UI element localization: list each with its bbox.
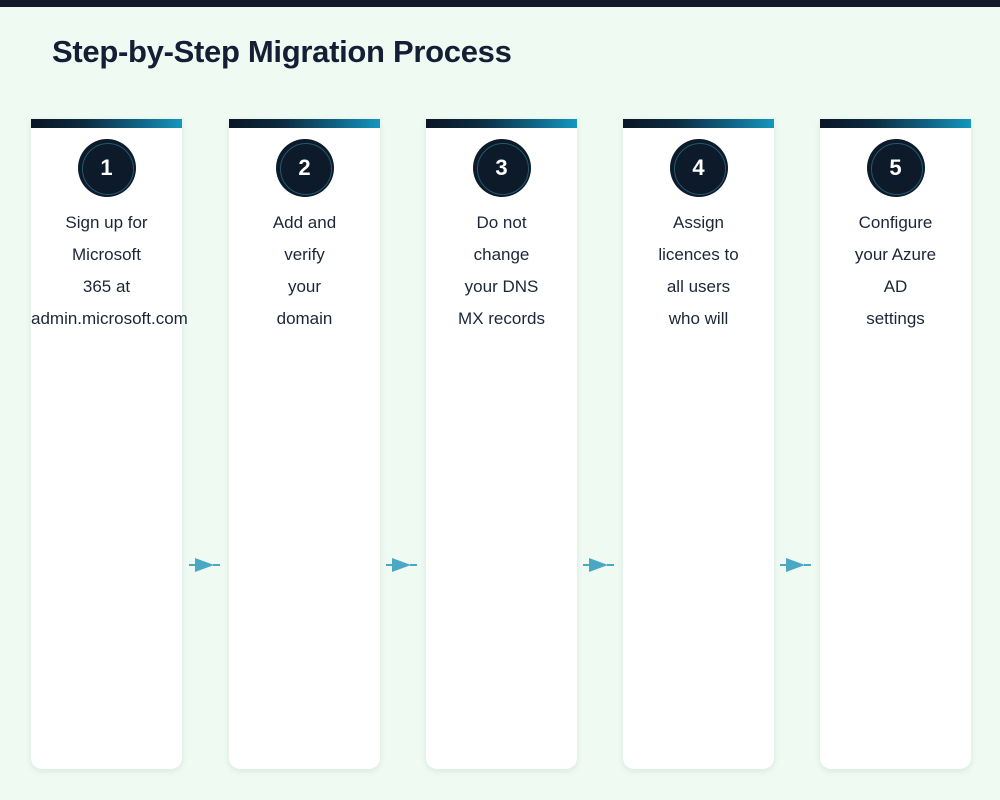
card-accent-bar [623,119,774,128]
step-text-line: verify [284,245,325,264]
step-description: Do not change your DNS MX records [426,207,577,335]
arrow-right-icon [386,556,418,574]
step-text-line: Assign [672,213,725,232]
step-number-badge: 4 [669,139,728,197]
step-text-line: domain [276,309,333,328]
card-accent-bar [31,119,182,128]
step-text-line: Configure [858,213,933,232]
top-accent-strip [0,0,1000,7]
step-number-badge: 3 [472,139,531,197]
step-card[interactable]: 4 Assign licences to all users who will [623,119,774,769]
step-number-label: 3 [495,155,508,180]
step-text-line: all users [666,277,731,296]
step-description: Configure your Azure AD settings [820,207,971,335]
step-number-label: 4 [692,155,705,180]
step-number-label: 1 [100,155,113,180]
step-text-line: settings [866,309,925,328]
step-text-line: Do not [476,213,527,232]
card-accent-bar [820,119,971,128]
card-accent-bar [426,119,577,128]
card-accent-bar [229,119,380,128]
step-text-line: Sign up for [65,213,148,232]
step-card[interactable]: 2 Add and verify your domain [229,119,380,769]
step-text-line: who will [668,309,729,328]
step-number-label: 5 [889,155,902,180]
step-text-line: your Azure [854,245,937,264]
step-text-line: MX records [458,309,545,328]
step-card[interactable]: 1 Sign up for Microsoft 365 at admin.mic… [31,119,188,769]
page-title: Step-by-Step Migration Process [52,34,512,69]
step-number-badge: 1 [77,139,136,197]
arrow-right-icon [189,556,221,574]
step-text-line: AD [883,277,908,296]
step-text-line: your DNS [464,277,539,296]
step-number-label: 2 [298,155,311,180]
step-description: Assign licences to all users who will [623,207,774,335]
step-description: Add and verify your domain [229,207,380,335]
step-text-line: 365 at [82,277,131,296]
step-text-line: your [287,277,322,296]
arrow-right-icon [583,556,615,574]
step-card[interactable]: 3 Do not change your DNS MX records [426,119,577,769]
step-text-line: change [473,245,530,264]
arrow-right-icon [780,556,812,574]
step-number-badge: 2 [275,139,334,197]
step-text-line: Microsoft [72,245,141,264]
step-text-line: licences to [658,245,739,264]
step-text-line: admin.microsoft.com [31,309,188,328]
step-card[interactable]: 5 Configure your Azure AD settings [820,119,971,769]
step-text-line: Add and [272,213,337,232]
step-description: Sign up for Microsoft 365 at admin.micro… [31,207,188,335]
migration-steps-rail: 1 Sign up for Microsoft 365 at admin.mic… [0,119,1000,771]
step-number-badge: 5 [866,139,925,197]
